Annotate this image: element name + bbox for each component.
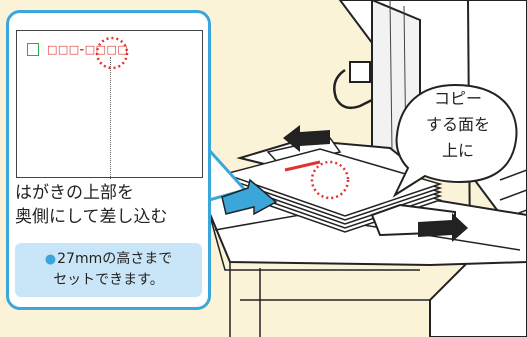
postcard-top-highlight	[95, 36, 129, 70]
bullet-icon: ●	[44, 252, 57, 267]
instruction-line-2: 奥側にして差し込む	[15, 207, 168, 227]
insertion-instruction: はがきの上部を 奥側にして差し込む	[15, 181, 210, 229]
callout-line-1: コピー	[433, 89, 482, 108]
postcard-diagram: □□□-□□□□	[16, 30, 203, 179]
speech-bubble	[392, 83, 518, 198]
top-edge-highlight	[310, 160, 350, 200]
insert-direction-arrow	[221, 178, 278, 216]
tray-handle	[333, 68, 373, 109]
callout-line-2: する面を	[425, 115, 490, 134]
speech-bubble-text: コピー する面を 上に	[418, 86, 498, 164]
capacity-note: ●27mmの高さまで セットできます。	[15, 243, 202, 297]
guide-arrow-upper	[283, 125, 330, 152]
note-line-1: ●27mmの高さまで	[44, 251, 173, 267]
callout-line-3: 上に	[441, 141, 474, 160]
instruction-panel: □□□-□□□□ はがきの上部を 奥側にして差し込む ●27mmの高さまで セッ…	[6, 10, 211, 310]
stamp-box-icon	[27, 43, 39, 56]
postal-code-boxes: □□□-□□□□	[47, 43, 129, 56]
postcard-center-line	[110, 57, 111, 179]
guide-arrow-lower	[418, 213, 468, 242]
note-line-2: セットできます。	[53, 272, 164, 288]
instruction-line-1: はがきの上部を	[15, 183, 134, 203]
